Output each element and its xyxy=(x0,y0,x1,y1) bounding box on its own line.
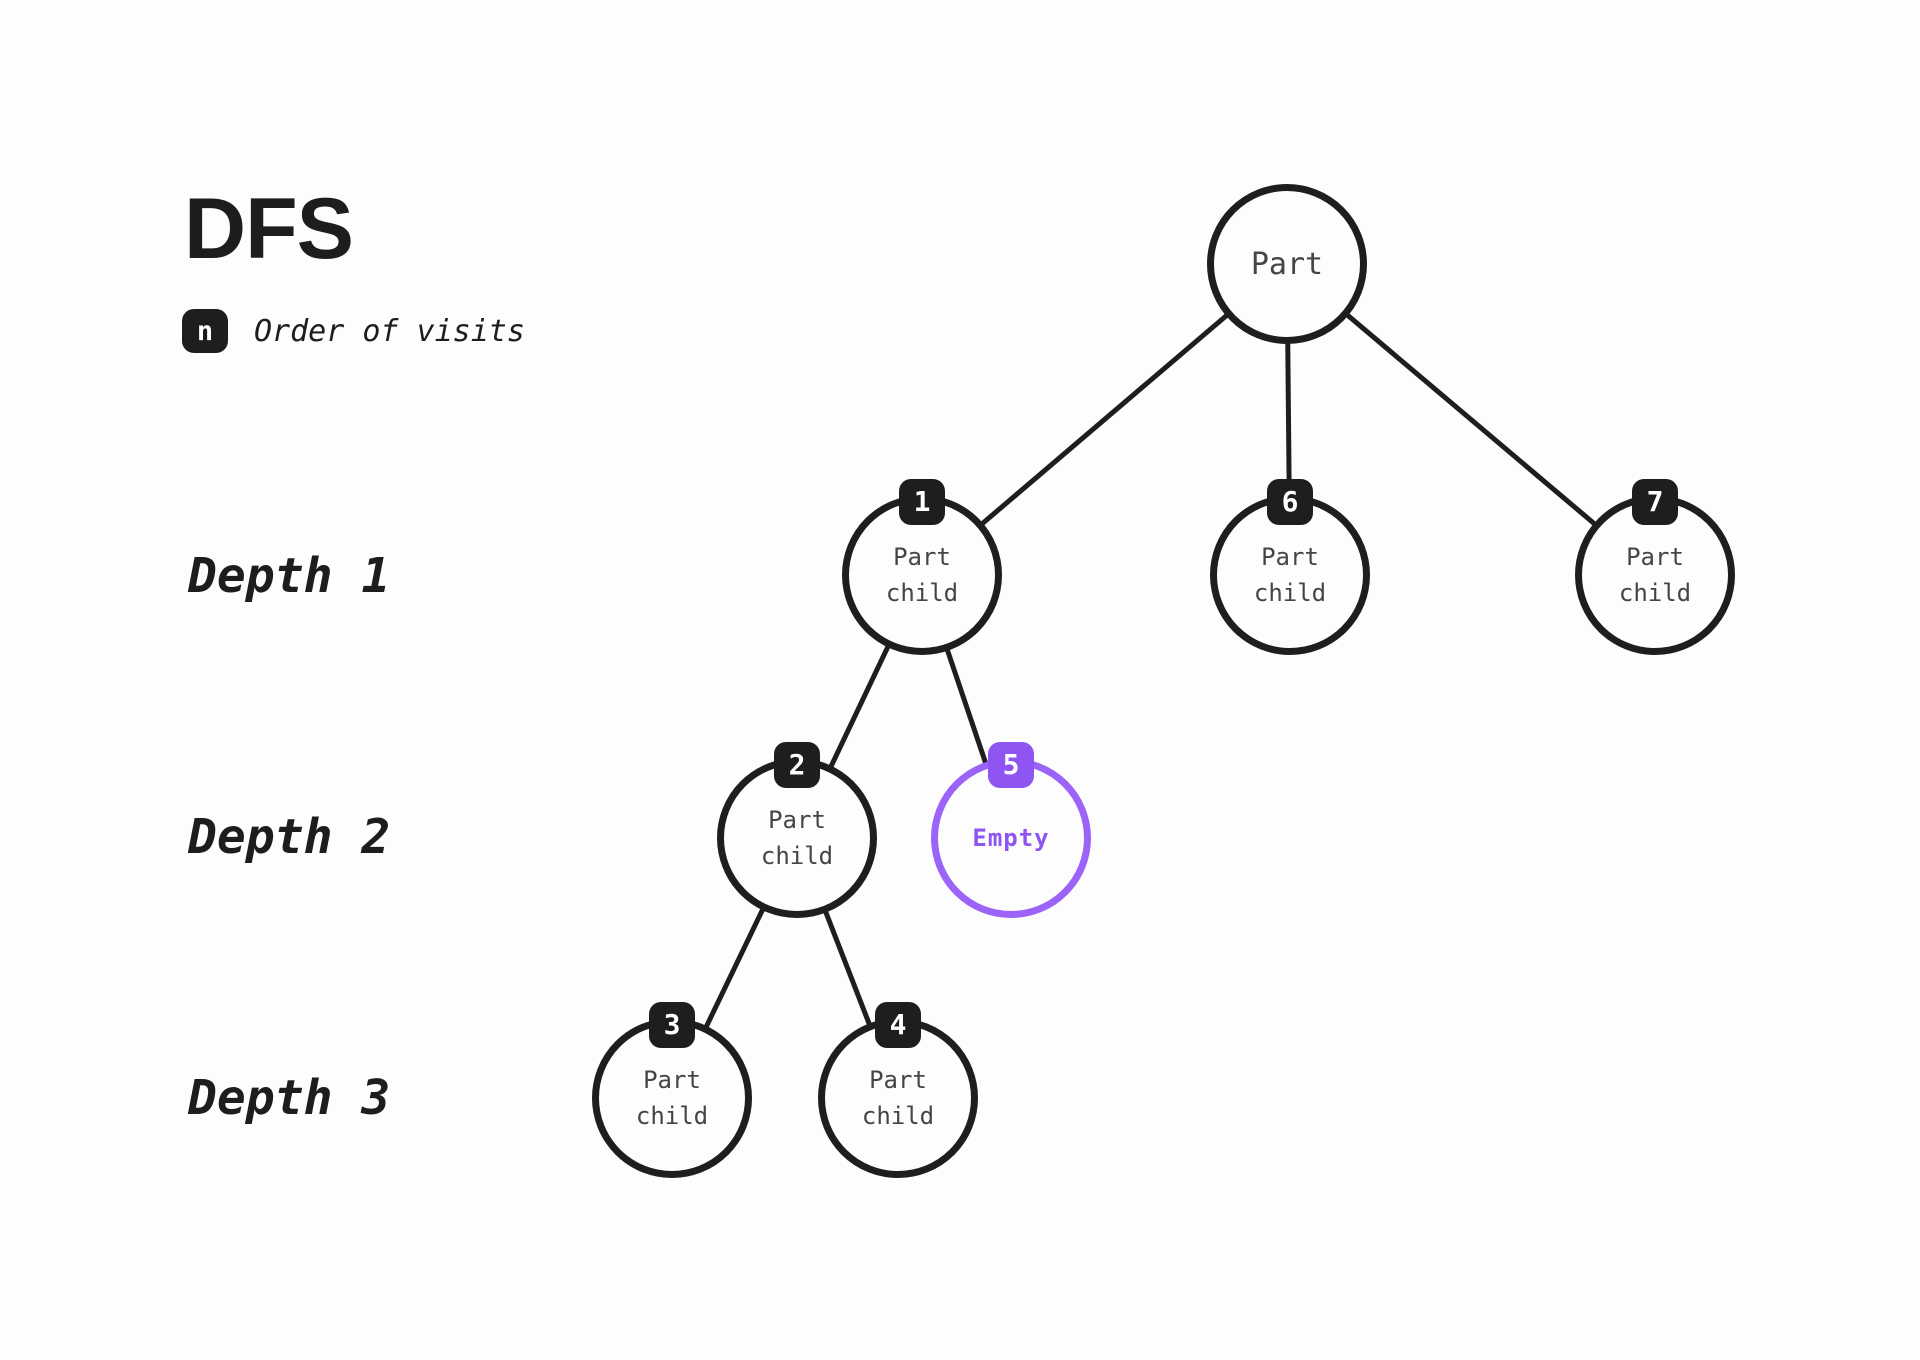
node-label: Empty xyxy=(972,824,1050,852)
visit-order-badge: 2 xyxy=(774,742,820,788)
tree-node-visit-3: 3 Part child xyxy=(592,1002,752,1178)
depth-2-label: Depth 2 xyxy=(188,809,391,865)
node-label: Part child xyxy=(1253,543,1327,607)
page-title: DFS xyxy=(184,181,354,277)
depth-1-label: Depth 1 xyxy=(188,548,391,604)
visit-order-badge: 4 xyxy=(875,1002,921,1048)
legend-label: Order of visits xyxy=(254,313,525,349)
tree-node-visit-4: 4 Part child xyxy=(818,1002,978,1178)
node-label: Part child xyxy=(1618,543,1692,607)
legend: n Order of visits xyxy=(182,309,525,353)
node-label: Part child xyxy=(885,543,959,607)
visit-order-badge: 3 xyxy=(649,1002,695,1048)
tree-node-visit-6: 6 Part child xyxy=(1210,479,1370,655)
visit-order-badge: 1 xyxy=(899,479,945,525)
tree-node-visit-7: 7 Part child xyxy=(1575,479,1735,655)
tree-node-visit-5-empty: 5 Empty xyxy=(931,742,1091,918)
tree-node-root: Part xyxy=(1207,184,1367,344)
depth-3-label: Depth 3 xyxy=(188,1070,391,1126)
node-label: Part child xyxy=(635,1066,709,1130)
visit-order-badge: 5 xyxy=(988,742,1034,788)
tree-node-visit-1: 1 Part child xyxy=(842,479,1002,655)
node-label: Part xyxy=(1250,246,1324,282)
order-of-visits-badge-icon: n xyxy=(182,309,228,353)
node-label: Part child xyxy=(861,1066,935,1130)
visit-order-badge: 6 xyxy=(1267,479,1313,525)
visit-order-badge: 7 xyxy=(1632,479,1678,525)
node-label: Part child xyxy=(760,806,834,870)
tree-node-visit-2: 2 Part child xyxy=(717,742,877,918)
